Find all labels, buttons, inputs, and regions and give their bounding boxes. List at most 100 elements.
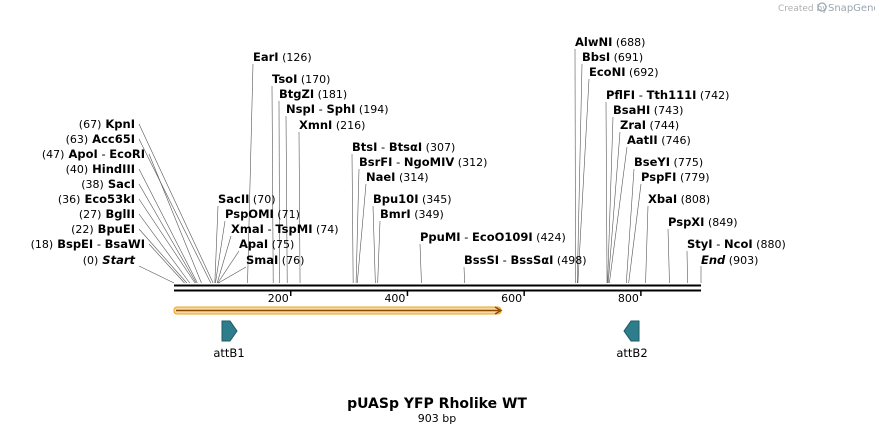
cut-site-position: (38) [81,178,104,191]
cut-site-label: (22) BpuEI [71,222,135,236]
ruler-tick-label: 400 [384,292,405,305]
cut-site-leader [667,228,670,284]
enzyme-name: BtsαI [389,140,422,154]
cut-site-position: (743) [650,104,683,117]
cut-site-leader [138,123,214,284]
cut-site-position: (18) [31,238,54,251]
enzyme-name: Acc65I [88,132,135,146]
cut-site-leader [463,266,465,284]
enzyme-name: AatII [627,133,658,147]
enzyme-name: ZraI [620,118,646,132]
cut-site-position: (181) [314,88,347,101]
cut-site-leader [419,243,422,284]
cut-site-separator: - [315,102,326,116]
sequence-backbone [174,284,701,292]
cut-site-position: (76) [278,254,304,267]
cut-site-leader [645,205,649,284]
cut-site-label: ApaI (75) [239,237,294,251]
cut-site-position: (307) [422,141,455,154]
enzyme-name: PspOMI [225,207,274,221]
cut-site-label: (27) BglII [79,207,135,221]
cut-site-position: (849) [704,216,737,229]
cut-site-label: SacII (70) [218,192,276,206]
enzyme-name: PflFI [606,88,635,102]
cut-site-label: BsaHI (743) [613,103,683,117]
cut-site-label: PflFI - Tth111I (742) [606,88,729,102]
cut-site-leader [138,213,190,284]
cut-site-separator: - [461,230,472,244]
cut-site-separator: - [93,237,104,251]
cut-site-label: BssSI - BssSαI (498) [464,253,587,267]
cut-site-label: XbaI (808) [648,192,710,206]
enzyme-name: BsaHI [613,103,650,117]
enzyme-name: XbaI [648,192,677,206]
cut-site-position: (170) [297,73,330,86]
cut-site-leader [607,116,614,284]
enzyme-name: Start [98,253,135,267]
snapgene-logo-icon [817,2,827,12]
snapgene-credit: Created by SnapGene [778,2,875,14]
cut-site-label: NspI - SphI (194) [286,102,389,116]
ruler-tick-label: 800 [618,292,639,305]
cut-site-leader [577,78,590,284]
cut-site-leader [356,183,367,284]
cut-site-leader [138,228,188,284]
cut-site-leader [372,205,376,284]
cut-site-label: BtgZI (181) [279,87,347,101]
cut-site-leader [628,183,642,284]
enzyme-name: BglII [101,207,135,221]
enzyme-name: Tth111I [647,88,697,102]
enzyme-name: BmrI [380,207,411,221]
cut-site-leader [214,205,219,284]
enzyme-name: SacII [218,192,249,206]
enzyme-name: PspFI [641,170,676,184]
cut-site-position: (744) [646,119,679,132]
attb1-label: attB1 [213,346,244,360]
enzyme-name: TspMI [275,222,312,236]
credit-brand: SnapGene [828,3,875,14]
enzyme-name: SphI [326,102,355,116]
enzyme-name: NaeI [366,170,395,184]
cut-site-position: (71) [274,208,300,221]
enzyme-name: End [701,253,726,267]
cut-site-separator: - [377,140,388,154]
cut-site-position: (67) [79,118,102,131]
cut-site-label: XmaI - TspMI (74) [231,222,339,236]
cut-site-separator: - [264,222,275,236]
cut-site-label: TsoI (170) [272,72,330,86]
enzyme-name: BsaWI [105,237,145,251]
cut-site-label: PspOMI (71) [225,207,300,221]
enzyme-name: Eco53kI [80,192,135,206]
cut-site-label: BmrI (349) [380,207,444,221]
enzyme-name: BsrFI [359,155,392,169]
enzyme-name: BssSI [464,253,499,267]
cut-site-leader [298,131,301,284]
cut-site-leader [605,101,608,284]
cut-site-label: PspXI (849) [668,215,738,229]
cut-site-leader [247,63,254,284]
enzyme-name: PspXI [668,215,704,229]
cut-site-position: (74) [312,223,338,236]
map-length: 903 bp [418,412,456,425]
cut-site-label: AatII (746) [627,133,691,147]
enzyme-name: BssSαI [511,253,554,267]
enzyme-name: XmaI [231,222,264,236]
cut-site-leaders [138,48,702,284]
cut-site-position: (779) [676,171,709,184]
cut-site-position: (63) [66,133,89,146]
cut-site-leader [217,250,240,284]
cut-site-position: (314) [395,171,428,184]
cut-site-label: (0) Start [83,253,136,267]
orf-arrow-head-icon [494,306,503,315]
cut-site-label: PpuMI - EcoO109I (424) [420,230,566,244]
cut-site-separator: - [98,147,109,161]
cut-site-leader [355,168,360,284]
enzyme-name: TsoI [272,72,297,86]
cut-site-position: (312) [454,156,487,169]
cut-site-position: (22) [71,223,94,236]
ruler-tick-label: 600 [501,292,522,305]
cut-site-leader [278,100,280,284]
cut-site-leader [218,266,247,284]
enzyme-name: KpnI [101,117,135,131]
